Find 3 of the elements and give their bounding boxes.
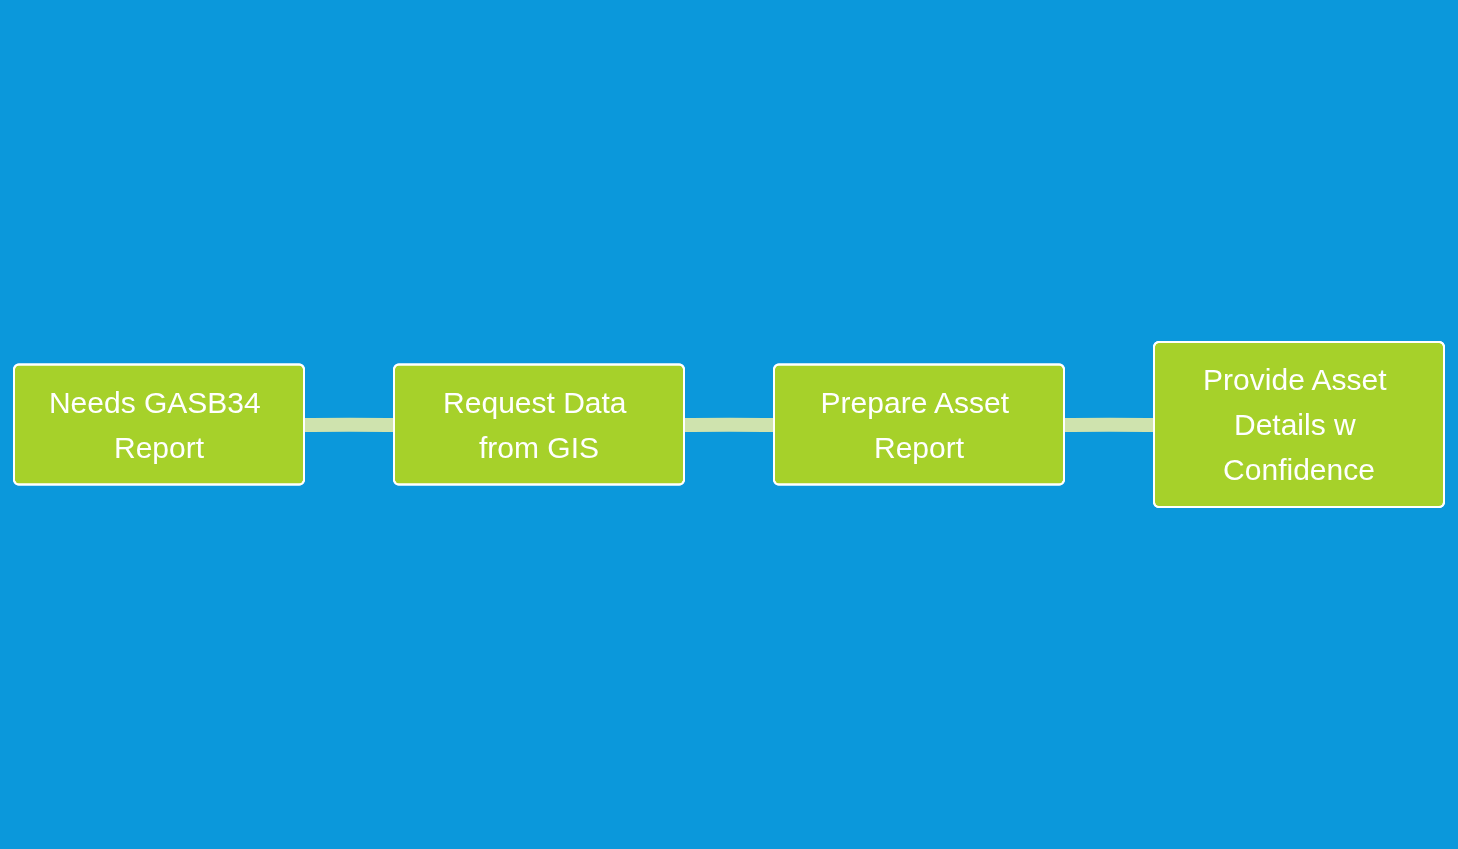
connector	[684, 417, 775, 432]
connector	[1064, 417, 1155, 432]
connector	[304, 417, 395, 432]
